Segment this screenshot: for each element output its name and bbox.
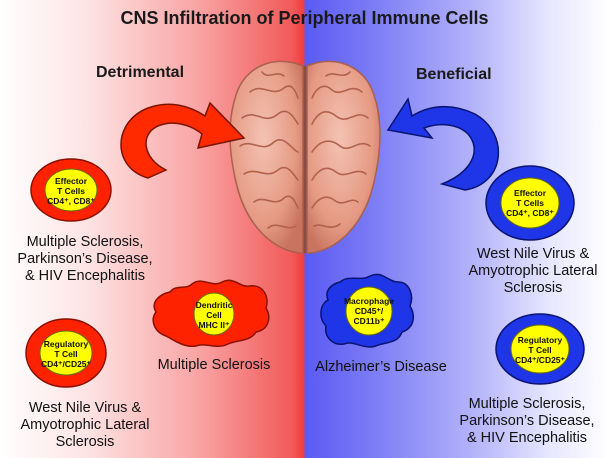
effector-t-cell-label: Effector T Cells CD4⁺, CD8⁺	[506, 188, 554, 218]
dendritic-cell-label: Dendritic Cell MHC II⁺	[195, 300, 233, 330]
effector-t-cell-label: Effector T Cells CD4⁺, CD8⁺	[47, 176, 95, 206]
detrimental-heading: Detrimental	[96, 64, 185, 81]
curved-arrow-icon	[386, 97, 500, 191]
effector-t-cell	[485, 165, 575, 241]
regulatory-diseases-right: Multiple Sclerosis, Parkinson’s Disease,…	[459, 396, 595, 446]
regulatory-diseases-left: West Nile Virus & Amyotrophic Lateral Sc…	[20, 400, 150, 450]
regulatory-t-cell	[495, 313, 585, 385]
beneficial-heading: Beneficial	[416, 66, 492, 83]
macrophage-cell	[320, 273, 415, 348]
page-title: CNS Infiltration of Peripheral Immune Ce…	[120, 8, 489, 28]
brain-icon	[229, 60, 381, 254]
regulatory-t-cell-label: Regulatory T Cell CD4⁺/CD25⁺	[514, 335, 566, 365]
dendritic-cell	[152, 279, 270, 348]
effector-t-cell	[30, 158, 112, 222]
macrophage-cell-label: Macrophage CD45⁺/ CD11b⁺	[343, 296, 395, 326]
macrophage-disease: Alzheimer’s Disease	[315, 359, 447, 375]
regulatory-t-cell	[25, 318, 107, 388]
regulatory-t-cell-label: Regulatory T Cell CD4⁺/CD25⁺	[40, 339, 92, 369]
effector-diseases-left: Multiple Sclerosis, Parkinson’s Disease,…	[17, 234, 153, 284]
curved-arrow-icon	[120, 101, 246, 179]
dendritic-disease: Multiple Sclerosis	[157, 357, 271, 373]
effector-diseases-right: West Nile Virus & Amyotrophic Lateral Sc…	[468, 246, 598, 296]
